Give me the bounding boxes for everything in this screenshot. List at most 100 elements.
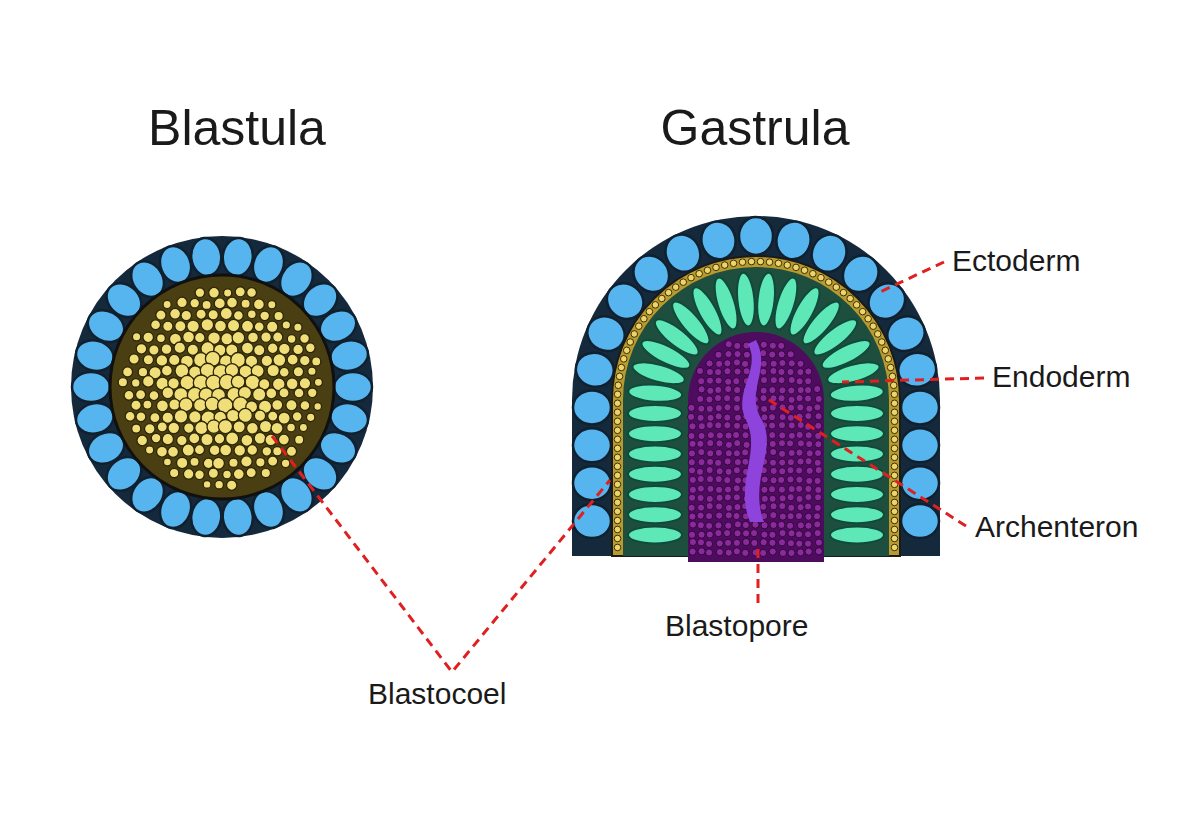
yolk-cell (163, 321, 173, 331)
archenteron-cell (689, 521, 696, 528)
yolk-cell (300, 401, 310, 411)
yolk-cell (248, 332, 259, 343)
archenteron-cell (779, 513, 786, 520)
archenteron-cell (725, 385, 732, 392)
archenteron-cell (688, 432, 695, 439)
archenteron-cell (706, 377, 713, 384)
archenteron-cell (724, 404, 731, 411)
blastocoel-cell (623, 347, 630, 354)
archenteron-cell (786, 440, 793, 447)
archenteron-cell (804, 540, 811, 547)
archenteron-cell (697, 395, 704, 402)
endoderm-layer (623, 267, 889, 556)
blastocoel-cell (889, 373, 896, 380)
archenteron-cell (742, 449, 749, 456)
endoderm-cell (830, 526, 884, 543)
archenteron-cell (797, 386, 804, 393)
endoderm-cell (628, 526, 682, 543)
archenteron-cell (716, 468, 723, 475)
archenteron-cell (715, 422, 722, 429)
archenteron-cell (779, 549, 786, 556)
blastocoel-cell (658, 295, 665, 302)
ectoderm-cell (189, 236, 223, 277)
archenteron-cell (714, 394, 721, 401)
archenteron-cell (715, 503, 722, 510)
yolk-cell (163, 458, 171, 466)
archenteron-cell (705, 512, 712, 519)
archenteron-cell (805, 378, 812, 385)
blastocoel-cell (614, 526, 621, 533)
yolk-cell (124, 390, 134, 400)
archenteron-cell (761, 405, 768, 412)
blastocoel-cell (891, 526, 898, 533)
archenteron-cell (698, 386, 705, 393)
archenteron-cell (788, 504, 795, 511)
yolk-cell (227, 297, 238, 308)
ectoderm-cell (573, 428, 611, 462)
ectoderm-cell (334, 372, 372, 402)
archenteron-cell (796, 378, 803, 385)
blastocoel-cell (631, 331, 638, 338)
endoderm-cell (830, 486, 884, 503)
yolk-cell (183, 331, 195, 343)
archenteron-cell (689, 423, 696, 430)
blastocoel-cell (818, 274, 825, 281)
yolk-cell (267, 321, 278, 332)
archenteron-cell (688, 450, 695, 457)
archenteron-cell (796, 395, 803, 402)
gastrula-figure (572, 216, 940, 562)
ectoderm-cell (573, 350, 617, 390)
archenteron-cell (778, 395, 785, 402)
archenteron-cell (698, 548, 705, 555)
blastocoel-cell (891, 508, 898, 515)
yolk-cell (279, 343, 291, 355)
ectoderm-cell (901, 390, 939, 424)
blastocoel-cell (865, 315, 872, 322)
archenteron-cell (706, 421, 713, 428)
blastocoel-cell (614, 508, 621, 515)
yolk-cell (246, 467, 256, 477)
yolk-cell (177, 297, 187, 307)
archenteron-cell (724, 494, 731, 501)
ectoderm-cell (573, 390, 611, 424)
archenteron-cell (761, 486, 768, 493)
leader-line (880, 262, 944, 292)
blastocoel-cell (615, 382, 622, 389)
blastocoel-cell (614, 418, 621, 425)
archenteron-cell (778, 368, 785, 375)
yolk-cell (267, 364, 279, 376)
yolk-cell (136, 390, 146, 400)
archenteron-cell (734, 368, 741, 375)
yolk-cell (307, 388, 317, 398)
yolk-cell (220, 307, 232, 319)
archenteron-cell (769, 342, 776, 349)
archenteron-cell (742, 521, 749, 528)
yolk-cell (278, 412, 290, 424)
archenteron-cell (788, 549, 795, 556)
yolk-cell (279, 388, 289, 398)
yolk-cell (286, 446, 296, 456)
archenteron-cell (796, 467, 803, 474)
yolk-cell (253, 388, 266, 401)
blastocoel-cell (721, 262, 728, 269)
archenteron-cell (751, 539, 758, 546)
blastocoel-cell (614, 427, 621, 434)
archenteron-cell (787, 351, 794, 358)
leader-line (766, 398, 966, 526)
yolk-cell (292, 412, 302, 422)
archenteron-cell (769, 351, 776, 358)
archenteron-cell (716, 494, 723, 501)
yolk-cell (214, 433, 225, 444)
endoderm-cell (830, 405, 884, 422)
ectoderm-cell (573, 466, 611, 500)
archenteron-cell (698, 449, 705, 456)
archenteron-cell (725, 468, 732, 475)
yolk-cell (274, 311, 283, 320)
blastocoel-cell (636, 323, 643, 330)
archenteron-cell (707, 458, 714, 465)
archenteron-cell (750, 529, 757, 536)
endoderm-cell (628, 466, 682, 483)
archenteron-cells (687, 341, 822, 557)
ectoderm-cell (901, 504, 939, 538)
archenteron-cell (734, 386, 741, 393)
